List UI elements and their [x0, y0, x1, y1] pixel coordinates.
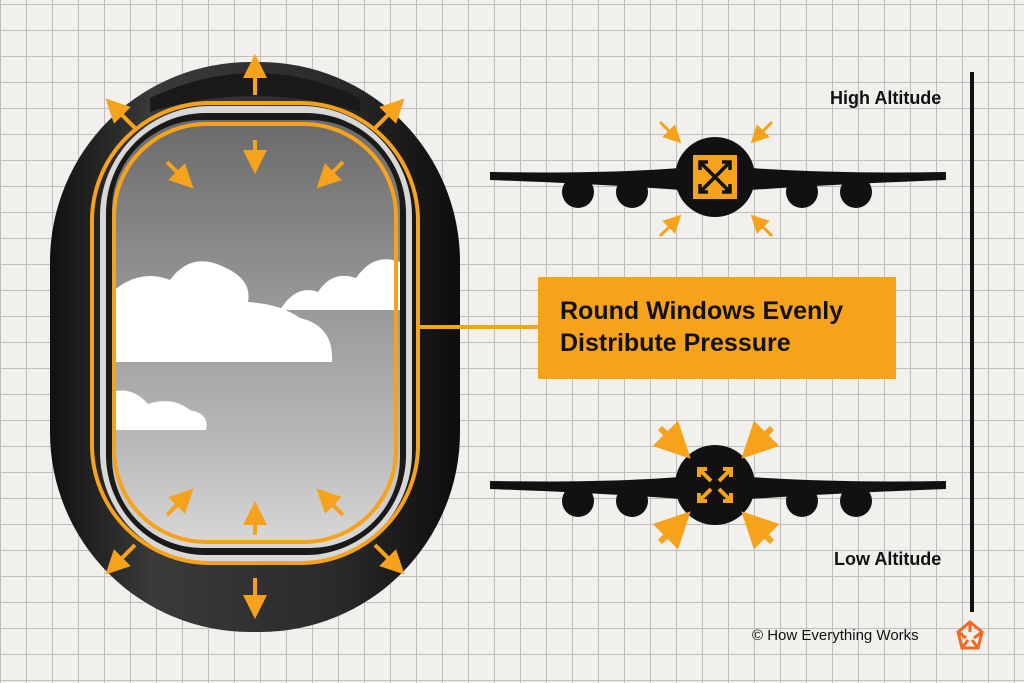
- engine: [840, 176, 872, 208]
- engine: [840, 485, 872, 517]
- pressure-arrow-icon: [316, 488, 345, 517]
- copyright-credit: © How Everything Works: [752, 627, 919, 644]
- pressure-outline-inner: [112, 122, 398, 544]
- pressure-arrow-icon: [658, 120, 682, 144]
- airplane-low-altitude: [490, 420, 946, 550]
- airplane-high-altitude: [490, 120, 946, 238]
- callout-line-2: Distribute Pressure: [560, 329, 791, 357]
- airplane-window: [50, 62, 460, 632]
- engine: [616, 176, 648, 208]
- callout-box: Round Windows Evenly Distribute Pressure: [538, 277, 896, 379]
- cloud-icon: [280, 259, 400, 310]
- pressure-arrow-icon: [105, 98, 137, 130]
- engine: [562, 176, 594, 208]
- pressure-arrow-icon: [165, 488, 194, 517]
- callout-line-1: Round Windows Evenly: [560, 297, 844, 325]
- window-outward-arrows: [105, 54, 405, 619]
- pressure-arrow-icon: [750, 120, 774, 144]
- window-pane: [112, 120, 400, 548]
- pressure-arrow-icon: [165, 160, 194, 189]
- cabin-pressure-icon: [693, 155, 737, 199]
- pressure-arrow-icon: [741, 511, 780, 550]
- engine: [562, 485, 594, 517]
- low-altitude-label: Low Altitude: [834, 549, 942, 569]
- pressure-arrow-icon: [105, 543, 137, 575]
- cloud-icon: [112, 390, 207, 430]
- engine: [616, 485, 648, 517]
- pressure-arrow-icon: [316, 160, 345, 189]
- pressure-arrow-icon: [652, 511, 691, 550]
- high-altitude-label: High Altitude: [830, 88, 942, 108]
- window-inward-arrows: [165, 140, 345, 535]
- engine: [786, 176, 818, 208]
- pressure-arrow-icon: [741, 420, 780, 459]
- pressure-arrow-icon: [750, 214, 774, 238]
- pressure-arrow-icon: [373, 98, 405, 130]
- pressure-arrow-icon: [373, 543, 405, 575]
- pressure-arrow-icon: [652, 420, 691, 459]
- logo-icon: [956, 620, 984, 650]
- cloud-icon: [112, 261, 333, 362]
- engine: [786, 485, 818, 517]
- pressure-arrow-icon: [658, 214, 682, 238]
- pressure-outline-outer: [90, 101, 420, 565]
- cabin-pressure-icon: [695, 465, 735, 505]
